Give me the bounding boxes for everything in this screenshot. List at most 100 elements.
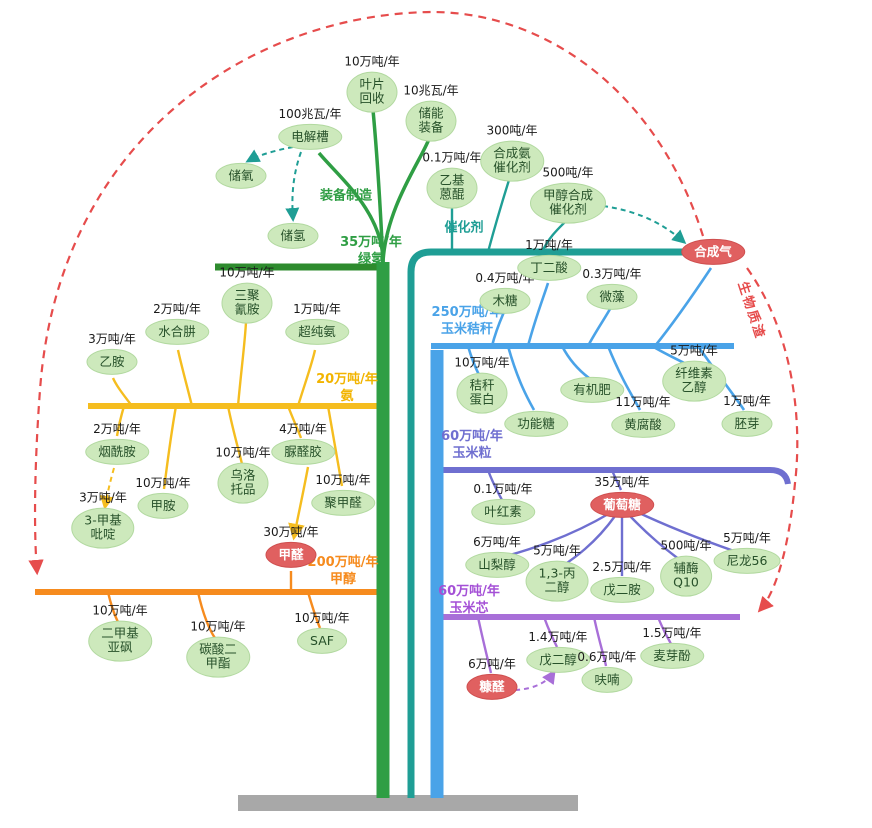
- branch-label-ammonia: 20万吨/年 氨: [316, 372, 378, 404]
- node-capacity: 5万吨/年: [670, 343, 718, 358]
- node-electrolyzer: 100兆瓦/年 电解槽: [278, 107, 342, 151]
- node-label: 乙基 蒽醌: [426, 167, 478, 209]
- node-capacity: 30万吨/年: [263, 524, 319, 539]
- node-cellulosic-ethanol: 5万吨/年 纤维素 乙醇: [662, 344, 726, 402]
- node-label: 甲醇合成 催化剂: [529, 182, 607, 224]
- node-capacity: 10万吨/年: [135, 475, 191, 490]
- node-label: 水合肼: [145, 318, 209, 346]
- node-label: 乙胺: [86, 348, 138, 376]
- node-capacity: 10万吨/年: [190, 619, 246, 634]
- node-label: 山梨醇: [465, 551, 529, 579]
- node-label: 叶红素: [471, 498, 535, 526]
- branch-label-methanol: 200万吨/年 甲醇: [307, 555, 379, 587]
- node-label: 甲醛: [265, 541, 317, 569]
- node-ethylamine: 3万吨/年 乙胺: [86, 332, 138, 376]
- node-succinic-acid: 1万吨/年 丁二酸: [517, 238, 581, 282]
- node-capacity: 500吨/年: [542, 165, 594, 180]
- node-microalgae: 0.3万吨/年 微藻: [582, 267, 642, 311]
- node-capacity: 1万吨/年: [293, 301, 341, 316]
- node-fulvic-acid: 11万吨/年 黄腐酸: [611, 395, 675, 439]
- node-capacity: 1万吨/年: [723, 393, 771, 408]
- node-capacity: 4万吨/年: [279, 421, 327, 436]
- node-capacity: 3万吨/年: [79, 490, 127, 505]
- node-label: 碳酸二 甲酯: [186, 636, 250, 678]
- node-label: 黄腐酸: [611, 411, 675, 439]
- node-urea-formaldehyde-glue: 4万吨/年 脲醛胶: [271, 422, 335, 466]
- node-dmso: 10万吨/年 二甲基 亚砜: [88, 604, 152, 662]
- node-label: 胚芽: [721, 410, 773, 438]
- node-label: 葡萄糖: [590, 491, 654, 519]
- node-straw-protein: 10万吨/年 秸秆 蛋白: [454, 356, 510, 414]
- node-13-propanediol: 5万吨/年 1,3-丙 二醇: [525, 544, 589, 602]
- node-label: 1,3-丙 二醇: [525, 560, 589, 602]
- node-capacity: 500吨/年: [660, 538, 712, 553]
- node-glucose: 35万吨/年 葡萄糖: [590, 475, 654, 519]
- node-capacity: 1.5万吨/年: [642, 625, 702, 640]
- node-formaldehyde: 30万吨/年 甲醛: [263, 525, 319, 569]
- node-lutein: 0.1万吨/年 叶红素: [471, 482, 535, 526]
- node-capacity: 10万吨/年: [219, 265, 275, 280]
- node-capacity: 6万吨/年: [468, 656, 516, 671]
- node-nylon-56: 5万吨/年 尼龙56: [713, 531, 781, 575]
- node-label: 丁二酸: [517, 254, 581, 282]
- node-blade-recycling: 10万吨/年 叶片 回收: [344, 55, 400, 113]
- node-label: 功能糖: [504, 410, 568, 438]
- node-label: 有机肥: [560, 376, 624, 404]
- node-label: 电解槽: [278, 123, 342, 151]
- node-furan: 0.6万吨/年 呋喃: [577, 650, 637, 694]
- node-label: 甲胺: [137, 492, 189, 520]
- branch-green-hydrogen: [215, 109, 431, 798]
- node-capacity: 6万吨/年: [473, 534, 521, 549]
- node-urotropine: 10万吨/年 乌洛 托品: [215, 446, 271, 504]
- node-label: 尼龙56: [713, 547, 781, 575]
- node-label: 木糖: [479, 287, 531, 315]
- node-hydrogen-storage: 储氢: [267, 222, 319, 250]
- node-functional-sugar: 功能糖: [504, 410, 568, 438]
- node-capacity: 35万吨/年: [594, 474, 650, 489]
- node-label: 纤维素 乙醇: [662, 360, 726, 402]
- node-oxygen-storage: 储氧: [215, 162, 267, 190]
- branch-label-corn-kernel: 60万吨/年 玉米粒: [441, 429, 503, 461]
- node-capacity: 0.1万吨/年: [422, 150, 482, 165]
- node-label: 合成氨 催化剂: [480, 140, 544, 182]
- node-label: 储氧: [215, 162, 267, 190]
- node-polyoxymethylene: 10万吨/年 聚甲醛: [311, 473, 375, 517]
- node-label: 3-甲基 吡啶: [71, 507, 135, 549]
- node-capacity: 5万吨/年: [533, 543, 581, 558]
- node-label: 超纯氨: [285, 318, 349, 346]
- node-label: 乌洛 托品: [217, 462, 269, 504]
- biomass-residue-loop: [28, 10, 799, 613]
- node-capacity: 10万吨/年: [92, 603, 148, 618]
- node-label: 呋喃: [581, 666, 633, 694]
- node-capacity: 5万吨/年: [723, 530, 771, 545]
- node-label: 叶片 回收: [346, 71, 398, 113]
- node-capacity: 0.3万吨/年: [582, 266, 642, 281]
- branch-catalyst: [245, 146, 687, 798]
- node-capacity: 0.1万吨/年: [473, 481, 533, 496]
- node-coenzyme-q10: 500吨/年 辅酶 Q10: [660, 539, 712, 597]
- branch-methanol: [35, 571, 381, 639]
- node-furfural: 6万吨/年 糠醛: [466, 657, 518, 701]
- node-label: 三聚 氰胺: [221, 282, 273, 324]
- node-pentanediol: 1.4万吨/年 戊二醇: [526, 630, 590, 674]
- node-label: 辅酶 Q10: [660, 555, 712, 597]
- node-label: 微藻: [586, 283, 638, 311]
- node-capacity: 10万吨/年: [454, 355, 510, 370]
- node-xylose: 0.4万吨/年 木糖: [475, 271, 535, 315]
- node-label: 麦芽酚: [640, 642, 704, 670]
- node-pentanediamine: 2.5万吨/年 戊二胺: [590, 560, 654, 604]
- node-3-methylpyridine: 3万吨/年 3-甲基 吡啶: [71, 491, 135, 549]
- node-capacity: 1万吨/年: [525, 237, 573, 252]
- tree-base: [238, 795, 578, 811]
- node-capacity: 2.5万吨/年: [592, 559, 652, 574]
- node-energy-storage-equipment: 10兆瓦/年 储能 装备: [403, 84, 459, 142]
- node-hydrazine-hydrate: 2万吨/年 水合肼: [145, 302, 209, 346]
- branch-label-catalyst: 催化剂: [444, 220, 484, 236]
- node-label: 合成气: [681, 238, 745, 266]
- node-label: SAF: [297, 627, 347, 655]
- node-nicotinamide: 2万吨/年 烟酰胺: [85, 422, 149, 466]
- branch-label-green-hydrogen: 35万吨/年 绿氢: [340, 235, 402, 267]
- node-capacity: 10万吨/年: [215, 445, 271, 460]
- node-capacity: 1.4万吨/年: [528, 629, 588, 644]
